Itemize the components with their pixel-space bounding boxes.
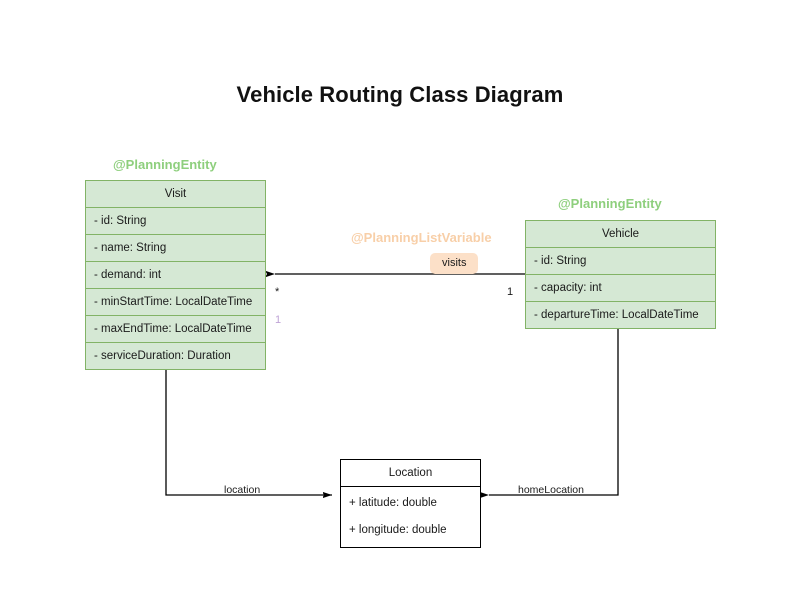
- class-attribute: - capacity: int: [526, 275, 715, 302]
- multiplicity-visits-target: *: [275, 286, 280, 298]
- multiplicity-visits-inverse: 1: [275, 314, 282, 326]
- class-attribute: + longitude: double: [349, 524, 447, 536]
- class-attribute: - demand: int: [86, 262, 265, 289]
- stereotype-visit: @PlanningEntity: [113, 157, 217, 172]
- class-attribute: - name: String: [86, 235, 265, 262]
- edge-visit-location: [165, 362, 332, 495]
- edge-label-location: location: [224, 484, 261, 496]
- class-attribute: - maxEndTime: LocalDateTime: [86, 316, 265, 343]
- class-name-visit: Visit: [86, 181, 265, 208]
- edge-vehicle-home-location: [489, 322, 619, 495]
- stereotype-vehicle: @PlanningEntity: [558, 196, 662, 211]
- class-box-vehicle[interactable]: Vehicle - id: String - capacity: int - d…: [525, 220, 716, 329]
- class-attribute: + latitude: double: [349, 497, 437, 509]
- multiplicity-visits-source: 1: [507, 286, 514, 298]
- stereotype-planning-list-variable: @PlanningListVariable: [351, 230, 492, 245]
- class-attribute: - id: String: [86, 208, 265, 235]
- class-attribute: - minStartTime: LocalDateTime: [86, 289, 265, 316]
- edge-label-home-location: homeLocation: [518, 484, 584, 496]
- page-title: Vehicle Routing Class Diagram: [236, 82, 564, 107]
- class-name-location: Location: [341, 460, 480, 487]
- class-attribute: - serviceDuration: Duration: [94, 350, 231, 362]
- class-box-visit[interactable]: Visit - id: String - name: String - dema…: [85, 180, 266, 370]
- class-name-vehicle: Vehicle: [526, 221, 715, 248]
- edge-label-visits: visits: [430, 253, 479, 274]
- class-attribute: - departureTime: LocalDateTime: [534, 309, 699, 321]
- class-attribute: - id: String: [526, 248, 715, 275]
- class-box-location[interactable]: Location + latitude: double + longitude:…: [340, 459, 481, 548]
